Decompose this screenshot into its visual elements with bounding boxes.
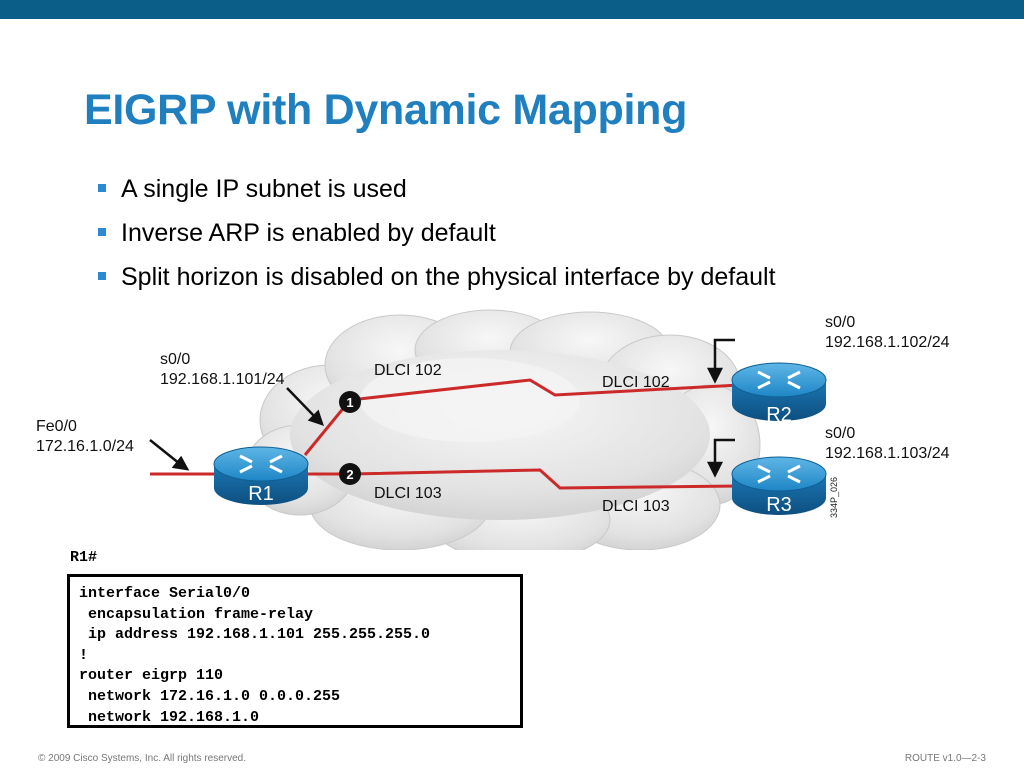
- pvc1-badge: 1: [339, 391, 361, 413]
- r2-ip: 192.168.1.102/24: [825, 334, 950, 351]
- bullet-item: Split horizon is disabled on the physica…: [98, 262, 776, 306]
- config-line: network 172.16.1.0 0.0.0.255: [79, 687, 341, 705]
- bullet-square-icon: [98, 228, 106, 236]
- bullet-square-icon: [98, 184, 106, 192]
- r1-serial-ip: 192.168.1.101/24: [160, 371, 285, 388]
- router-arrows-icon: [239, 454, 283, 474]
- router-r1[interactable]: R1: [213, 446, 309, 505]
- r3-label: R3: [766, 494, 792, 516]
- pvc1-link: [303, 378, 741, 456]
- pvc1-left-dlci: DLCI 102: [374, 362, 442, 379]
- r1-serial-iface: s0/0: [160, 351, 190, 368]
- pvc2-badge: 2: [339, 463, 361, 485]
- slide-title: EIGRP with Dynamic Mapping: [84, 86, 688, 134]
- config-line: interface Serial0/0: [79, 585, 251, 602]
- bullet-item: A single IP subnet is used: [98, 174, 776, 218]
- config-line: !: [79, 646, 89, 664]
- figure-id: 334P_026: [829, 477, 839, 518]
- config-line: encapsulation frame-relay: [79, 605, 314, 623]
- r1-label: R1: [248, 483, 274, 505]
- pvc1-right-dlci: DLCI 102: [602, 374, 670, 391]
- router-arrows-icon: [757, 464, 801, 484]
- router-arrows-icon: [757, 370, 801, 390]
- footer-course: ROUTE v1.0—2-3: [904, 753, 986, 764]
- top-banner: [0, 0, 1024, 19]
- r3-ip: 192.168.1.103/24: [825, 445, 950, 462]
- pvc2-number: 2: [346, 467, 353, 482]
- pvc2-left-dlci: DLCI 103: [374, 485, 442, 502]
- r1-fe-iface: Fe0/0: [36, 418, 77, 435]
- cli-prompt: R1#: [70, 549, 98, 566]
- bullet-list: A single IP subnet is used Inverse ARP i…: [98, 174, 776, 306]
- arrows: [149, 338, 735, 478]
- pvc2-right-dlci: DLCI 103: [602, 498, 670, 515]
- bullet-text: Split horizon is disabled on the physica…: [121, 263, 776, 291]
- frame-relay-diagram: 1 2 s0/0 192.168.1.101/24 Fe0/0 172.16.1…: [36, 309, 950, 550]
- router-r2[interactable]: R2: [731, 362, 827, 426]
- router-r3[interactable]: R3: [731, 456, 827, 516]
- r1-fe-net: 172.16.1.0/24: [36, 438, 134, 455]
- pvc1-number: 1: [346, 395, 353, 410]
- bullet-text: A single IP subnet is used: [121, 175, 407, 203]
- config-line: network 192.168.1.0: [79, 708, 260, 726]
- config-line: ip address 192.168.1.101 255.255.255.0: [79, 626, 431, 644]
- r3-iface: s0/0: [825, 425, 855, 442]
- bullet-item: Inverse ARP is enabled by default: [98, 218, 776, 262]
- config-box: interface Serial0/0 encapsulation frame-…: [67, 574, 523, 728]
- config-line: router eigrp 110: [79, 667, 224, 685]
- frame-relay-cloud: [244, 309, 761, 550]
- bullet-text: Inverse ARP is enabled by default: [121, 219, 496, 247]
- r2-iface: s0/0: [825, 314, 855, 331]
- bullet-square-icon: [98, 272, 106, 280]
- r2-label: R2: [766, 404, 792, 426]
- footer-copyright: © 2009 Cisco Systems, Inc. All rights re…: [38, 753, 247, 764]
